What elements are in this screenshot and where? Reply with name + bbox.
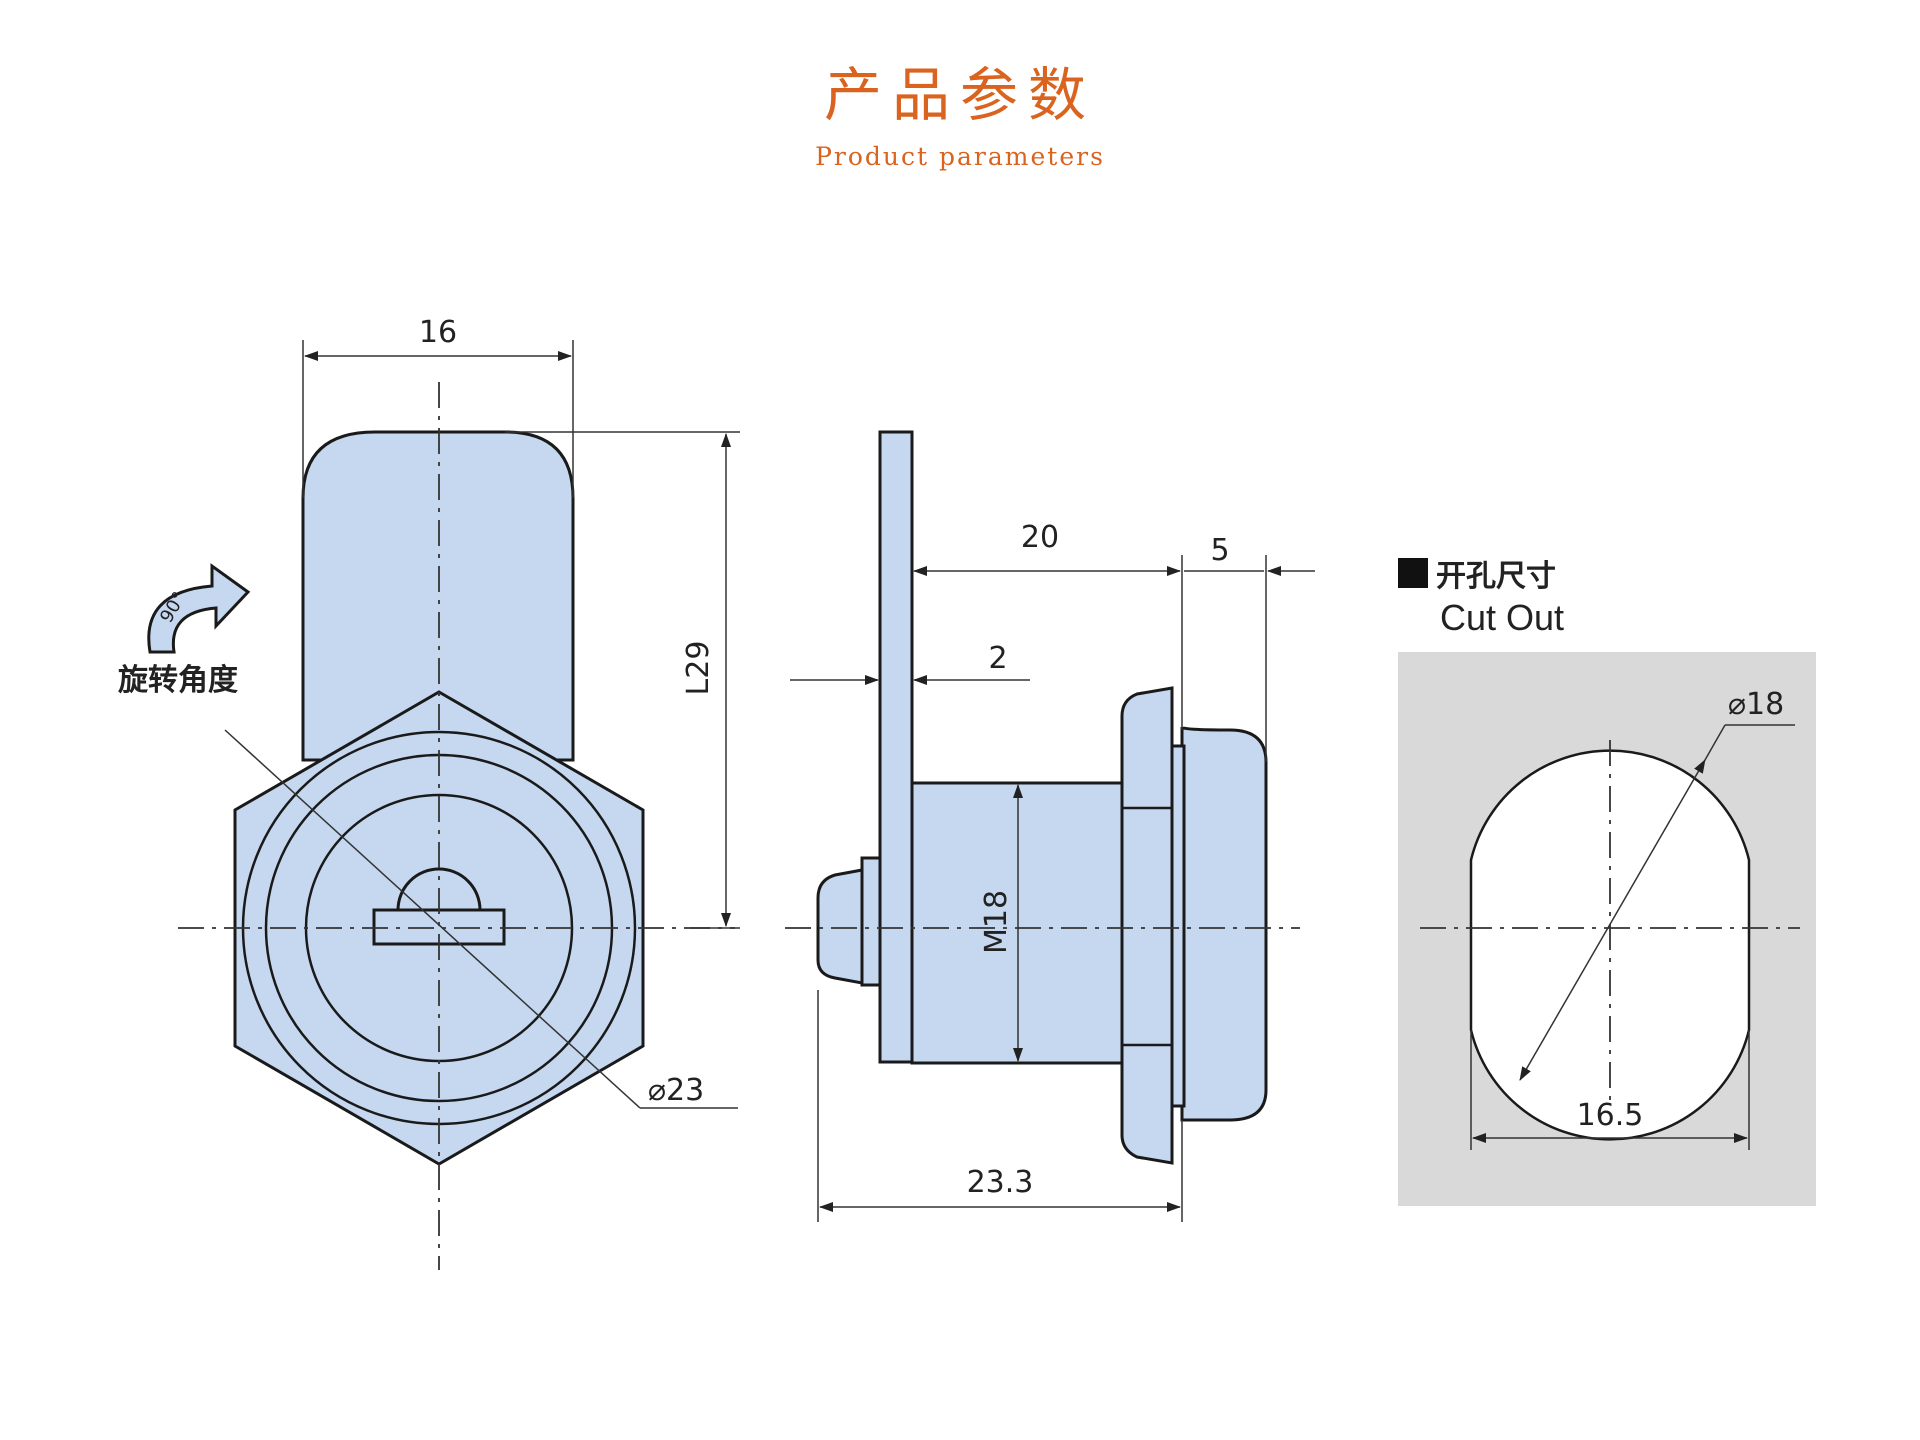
cam-plate bbox=[878, 430, 914, 1064]
dim-2-label: 2 bbox=[988, 641, 1007, 676]
cutout-title-en: Cut Out bbox=[1440, 597, 1564, 638]
tail-stub bbox=[860, 856, 882, 987]
cutout-diameter-line bbox=[1519, 759, 1706, 1081]
side-view: 20 5 2 M18 23.3 bbox=[785, 430, 1315, 1222]
cutout-diameter-label: ⌀18 bbox=[1728, 687, 1784, 722]
front-view: 16 L29 ⌀23 90° 旋转角度 bbox=[118, 315, 740, 1270]
cam-tongue bbox=[301, 430, 575, 762]
dim-width-label: 16 bbox=[419, 315, 457, 350]
hex-nut-side bbox=[1120, 686, 1174, 1165]
dim-20-label: 20 bbox=[1021, 520, 1059, 555]
flange-head bbox=[1180, 725, 1268, 1122]
dim-m18-label: M18 bbox=[979, 890, 1014, 954]
dim-23-3-label: 23.3 bbox=[967, 1165, 1034, 1200]
rotation-arrow-icon bbox=[147, 563, 251, 654]
dim-diameter-label: ⌀23 bbox=[648, 1073, 704, 1108]
tail-pin bbox=[816, 868, 864, 985]
header: 产品参数 Product parameters bbox=[0, 60, 1920, 171]
page-subtitle: Product parameters bbox=[815, 142, 1105, 171]
diameter-leader bbox=[224, 729, 641, 1109]
dim-length-label: L29 bbox=[681, 641, 716, 696]
cutout-view: 开孔尺寸 Cut Out ⌀18 16.5 bbox=[1398, 558, 1816, 1206]
page-title: 产品参数 bbox=[823, 61, 1096, 129]
cutout-marker-icon bbox=[1398, 558, 1428, 588]
dim-5-label: 5 bbox=[1210, 533, 1229, 568]
threaded-body bbox=[910, 781, 1139, 1065]
flange-ring bbox=[1170, 744, 1186, 1108]
rotation-label: 旋转角度 bbox=[118, 663, 238, 698]
cutout-title-cn: 开孔尺寸 bbox=[1436, 559, 1556, 594]
cutout-width-label: 16.5 bbox=[1577, 1098, 1644, 1133]
